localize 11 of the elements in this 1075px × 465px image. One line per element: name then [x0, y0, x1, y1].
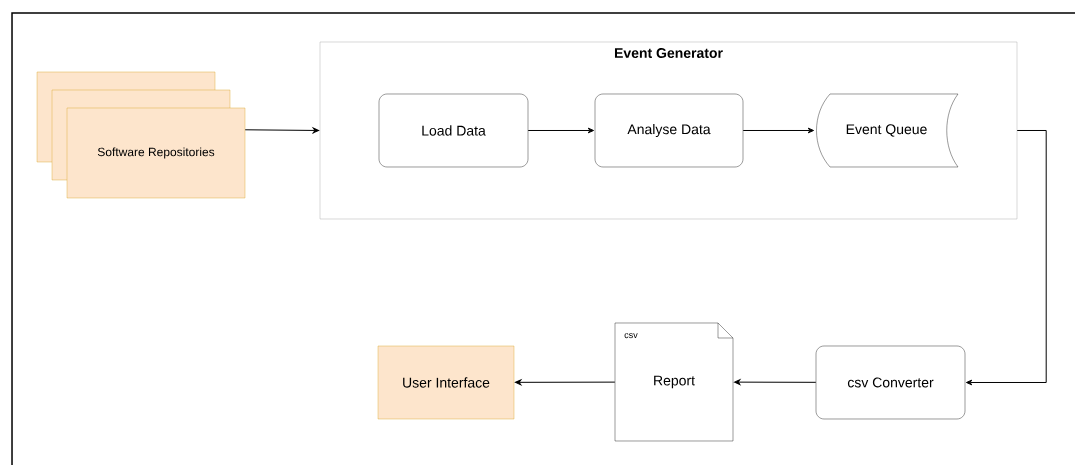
- process-box: Analyse Data: [594, 93, 744, 168]
- arrow: [733, 379, 817, 385]
- arrow: [514, 379, 616, 386]
- process-box: csv Converter: [815, 345, 966, 420]
- stacked-box: Software Repositories: [36, 71, 246, 199]
- arrow: [742, 127, 815, 134]
- arrow: [965, 130, 1047, 386]
- arrow: [244, 127, 320, 134]
- process-box: User Interface: [377, 345, 515, 420]
- process-box: Load Data: [378, 93, 529, 168]
- arrow: [527, 127, 595, 134]
